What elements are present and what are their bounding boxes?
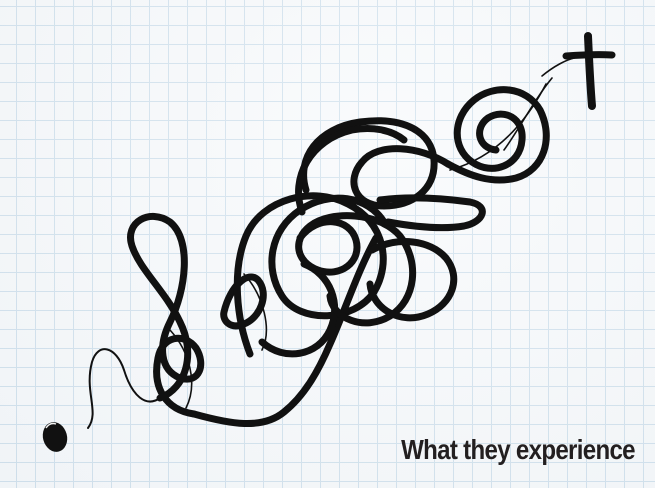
seed-dot-icon — [40, 419, 71, 454]
tangled-path — [131, 90, 547, 424]
thin-lead-line — [88, 349, 160, 428]
cross-icon — [542, 36, 612, 106]
caption-label: What they experience — [401, 434, 635, 466]
